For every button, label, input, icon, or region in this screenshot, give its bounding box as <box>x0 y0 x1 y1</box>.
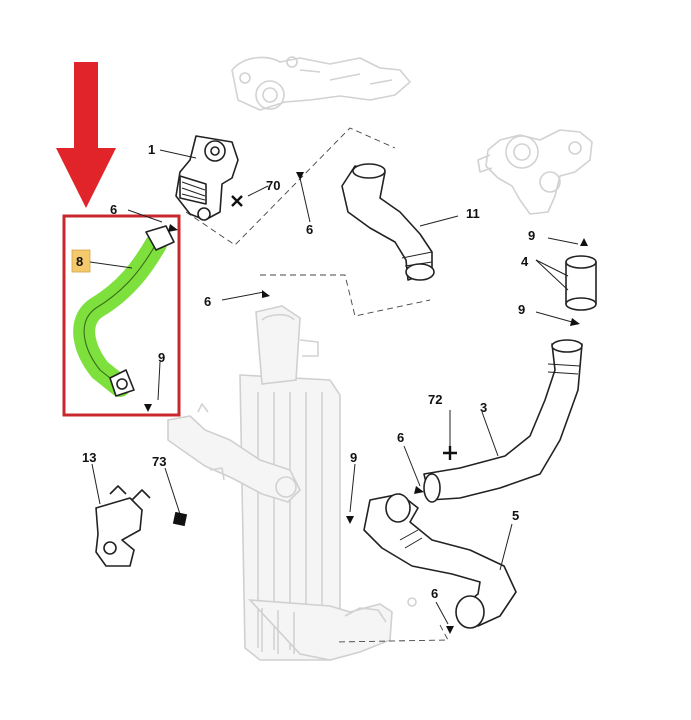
leader-lines <box>91 149 579 625</box>
part-labels: 1 70 6 6 11 9 4 9 6 9 72 3 6 13 73 9 5 6 <box>82 142 535 601</box>
ghost-intercooler <box>167 305 417 661</box>
sleeve-part-4 <box>565 255 597 311</box>
assembly-guide-lines <box>185 127 449 643</box>
label-3: 3 <box>480 400 487 415</box>
part-8-label: 8 <box>76 254 83 269</box>
triangle-pointer-icon <box>168 224 178 232</box>
solenoid-part-13 <box>95 485 151 567</box>
label-9c: 9 <box>158 350 165 365</box>
label-6c: 6 <box>204 294 211 309</box>
part-8-label-badge <box>71 249 91 273</box>
pointer-markers <box>144 172 588 634</box>
triangle-pointer-icon <box>262 290 270 298</box>
label-9a: 9 <box>528 228 535 243</box>
label-11: 11 <box>466 206 480 221</box>
ghost-turbocharger <box>477 129 593 215</box>
pipe-part-3 <box>423 339 583 503</box>
label-72: 72 <box>428 392 442 407</box>
label-6e: 6 <box>431 586 438 601</box>
hose-part-5 <box>363 493 517 629</box>
label-6d: 6 <box>397 430 404 445</box>
label-6b: 6 <box>306 222 313 237</box>
triangle-pointer-icon <box>580 238 588 246</box>
label-9b: 9 <box>518 302 525 317</box>
label-5: 5 <box>512 508 519 523</box>
hose-part-11 <box>341 163 435 281</box>
triangle-pointer-icon <box>570 318 580 326</box>
label-13: 13 <box>82 450 96 465</box>
triangle-pointer-icon <box>144 404 152 412</box>
label-73: 73 <box>152 454 166 469</box>
triangle-pointer-icon <box>346 516 354 524</box>
ghost-engine-top <box>231 56 411 111</box>
highlighted-hose-part-8[interactable] <box>73 225 175 397</box>
highlight-frame <box>62 214 181 417</box>
down-arrow-icon <box>56 62 116 208</box>
label-1: 1 <box>148 142 155 157</box>
triangle-pointer-icon <box>414 486 424 494</box>
label-9d: 9 <box>350 450 357 465</box>
label-6a: 6 <box>110 202 117 217</box>
cross-marker-icon <box>443 446 457 460</box>
label-70: 70 <box>266 178 280 193</box>
cross-marker-icon <box>231 195 243 207</box>
square-marker-icon <box>172 511 188 527</box>
triangle-pointer-icon <box>446 626 454 634</box>
label-4: 4 <box>521 254 529 269</box>
triangle-pointer-icon <box>296 172 304 180</box>
valve-body-part <box>175 135 239 221</box>
